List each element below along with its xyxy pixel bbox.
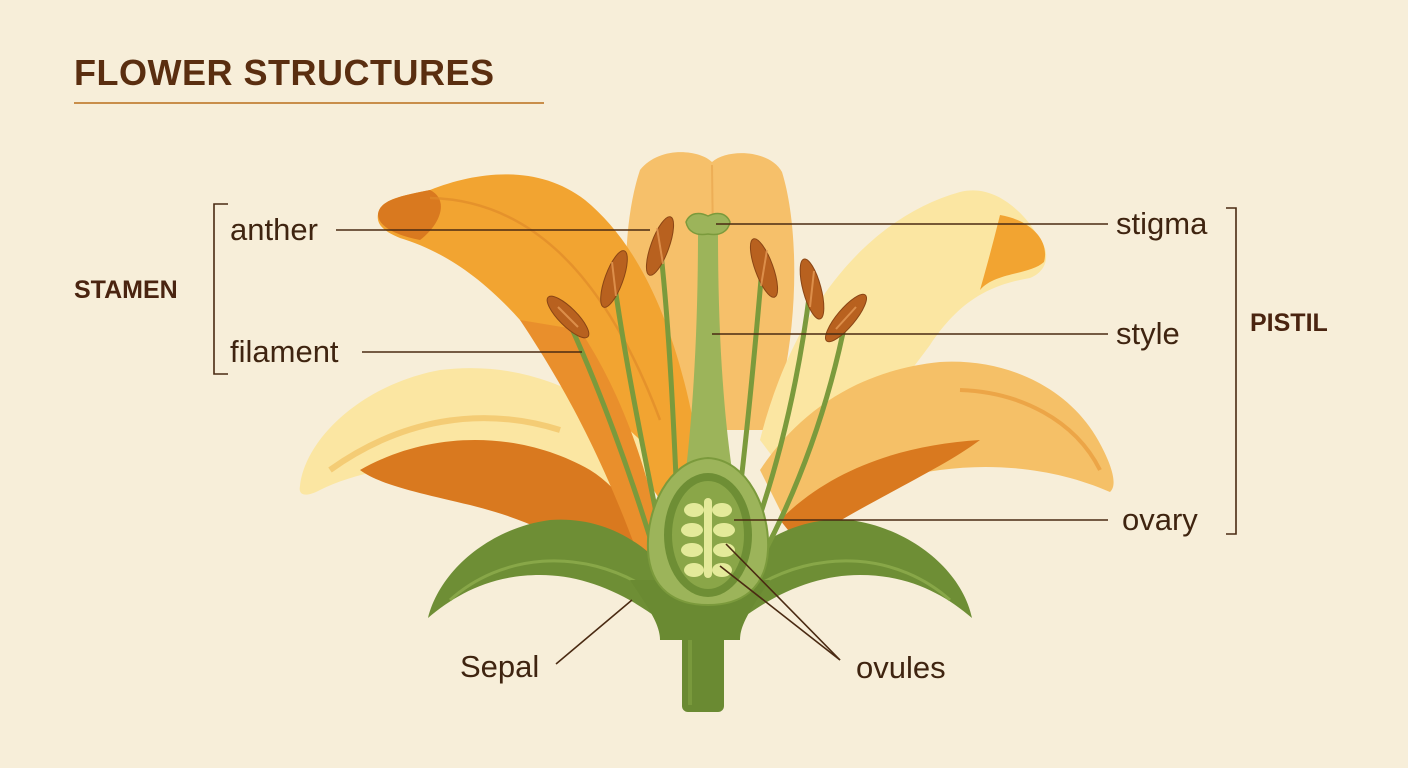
sepal-left	[428, 519, 680, 620]
anther-label: anther	[230, 212, 318, 247]
pistil	[646, 212, 770, 607]
ovules	[681, 498, 735, 578]
leader-ovules-2	[719, 565, 841, 661]
sepal-right	[720, 519, 972, 620]
pistil-label: PISTIL	[1250, 309, 1328, 337]
stigma-label: stigma	[1116, 206, 1208, 241]
leader-ovules-1	[725, 543, 841, 661]
filament-label: filament	[230, 334, 339, 369]
pistil-style	[686, 232, 732, 470]
title-underline	[74, 102, 544, 104]
ovary-label: ovary	[1122, 502, 1198, 537]
mid-petals	[299, 320, 1114, 600]
pistil-bracket	[1226, 207, 1237, 535]
sepal-label: Sepal	[460, 649, 539, 684]
page-title: FLOWER STRUCTURES	[74, 52, 495, 93]
style-label: style	[1116, 316, 1180, 351]
petal-inner-left	[360, 440, 660, 600]
stamen-bracket	[213, 203, 228, 375]
pistil-stigma	[685, 212, 731, 236]
leader-sepal	[555, 599, 633, 665]
leader-lines	[336, 223, 1108, 665]
sepals	[428, 519, 972, 620]
ovules-label: ovules	[856, 650, 946, 685]
stamen-label: STAMEN	[74, 276, 178, 304]
